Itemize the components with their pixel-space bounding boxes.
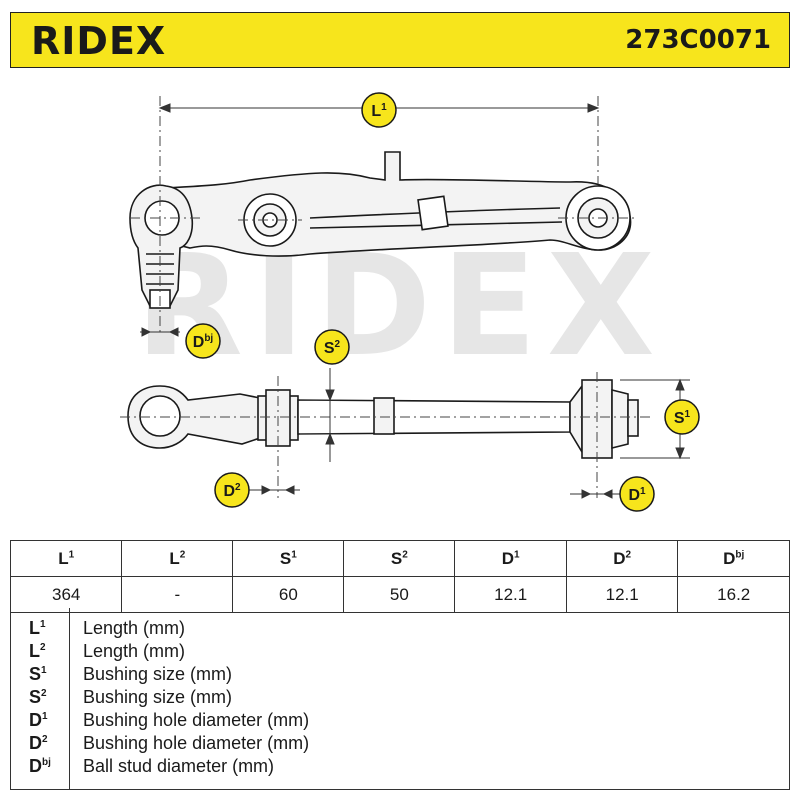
- spec-header: S1: [232, 540, 345, 577]
- technical-drawing: RIDEX: [120, 92, 700, 512]
- legend-symbol: D1: [29, 710, 48, 730]
- spec-header: S2: [343, 540, 456, 577]
- legend-description: Bushing size (mm): [83, 687, 233, 707]
- label-s2: S2: [314, 329, 350, 365]
- spec-value: 60: [232, 576, 345, 613]
- legend-item: S1 Bushing size (mm): [11, 664, 791, 686]
- spec-value-row: 364 - 60 50 12.1 12.1 16.2: [9, 576, 790, 613]
- svg-text:D1: D1: [628, 486, 646, 504]
- spec-header: Dbj: [677, 540, 790, 577]
- legend-item: D2 Bushing hole diameter (mm): [11, 733, 791, 755]
- legend: L1 Length (mm) L2 Length (mm) S1 Bushing…: [10, 608, 790, 790]
- header-banner: RIDEX 273C0071: [10, 12, 790, 68]
- legend-symbol: S2: [29, 687, 47, 707]
- legend-symbol: S1: [29, 664, 47, 684]
- legend-description: Ball stud diameter (mm): [83, 756, 275, 776]
- label-d2: D2: [214, 472, 250, 508]
- legend-description: Bushing hole diameter (mm): [83, 733, 310, 753]
- spec-value: 16.2: [677, 576, 790, 613]
- spec-table: L1 L2 S1 S2 D1 D2 Dbj 364 - 60 50 12.1 1…: [9, 540, 790, 613]
- legend-symbol: L1: [29, 618, 46, 638]
- legend-item: L1 Length (mm): [11, 618, 791, 640]
- legend-description: Bushing hole diameter (mm): [83, 710, 310, 730]
- spec-header: D1: [454, 540, 567, 577]
- svg-text:Dbj: Dbj: [193, 333, 214, 351]
- legend-symbol: L2: [29, 641, 46, 661]
- spec-value: 12.1: [565, 576, 679, 613]
- arm-side-view: [127, 379, 639, 459]
- legend-description: Length (mm): [83, 618, 186, 638]
- label-s1: S1: [664, 399, 700, 435]
- legend-item: Dbj Ball stud diameter (mm): [11, 756, 791, 778]
- spec-header-row: L1 L2 S1 S2 D1 D2 Dbj: [9, 540, 790, 577]
- spec-value: -: [121, 576, 234, 613]
- legend-item: S2 Bushing size (mm): [11, 687, 791, 709]
- spec-header: D2: [565, 540, 679, 577]
- part-number: 273C0071: [625, 25, 771, 55]
- brand-logo: RIDEX: [31, 19, 167, 63]
- svg-text:D2: D2: [223, 482, 241, 500]
- svg-text:L1: L1: [371, 102, 387, 120]
- legend-symbol: Dbj: [29, 756, 51, 776]
- spec-header: L2: [121, 540, 234, 577]
- legend-description: Length (mm): [83, 641, 186, 661]
- legend-divider: [69, 608, 70, 789]
- watermark: RIDEX: [135, 225, 665, 388]
- svg-text:S1: S1: [674, 409, 691, 427]
- label-d1: D1: [619, 476, 655, 512]
- svg-text:S2: S2: [324, 339, 341, 357]
- label-dbj: Dbj: [185, 323, 221, 359]
- legend-symbol: D2: [29, 733, 48, 753]
- spec-value: 12.1: [454, 576, 567, 613]
- spec-value: 50: [343, 576, 456, 613]
- legend-item: D1 Bushing hole diameter (mm): [11, 710, 791, 732]
- label-l1: L1: [361, 92, 397, 128]
- spec-value: 364: [9, 576, 123, 613]
- spec-header: L1: [9, 540, 123, 577]
- legend-item: L2 Length (mm): [11, 641, 791, 663]
- legend-description: Bushing size (mm): [83, 664, 233, 684]
